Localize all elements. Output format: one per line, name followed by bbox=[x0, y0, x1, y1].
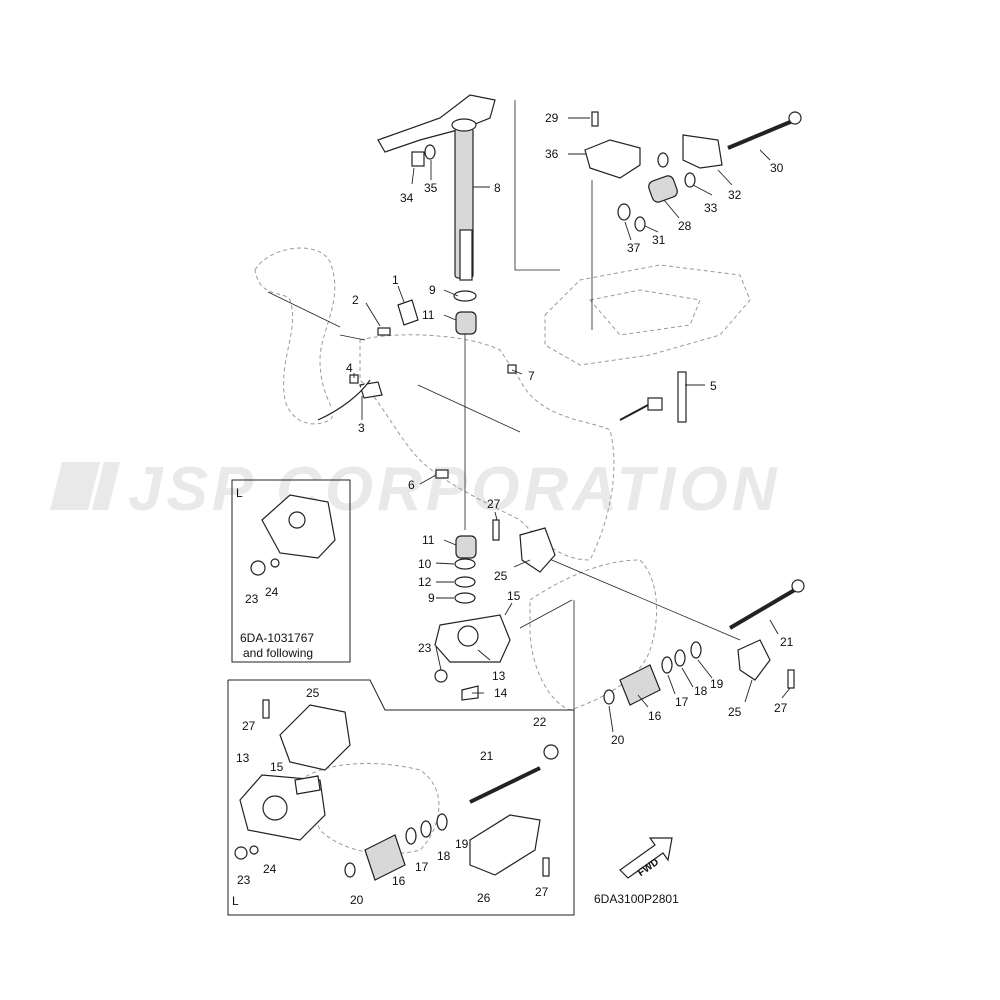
callout-25b: 25 bbox=[728, 705, 742, 719]
callout-34: 34 bbox=[400, 191, 414, 205]
callout-21-inset-bottom: 21 bbox=[480, 749, 494, 763]
callout-16-inset-bottom: 16 bbox=[392, 874, 406, 888]
callout-13-inset-bottom: 13 bbox=[236, 751, 250, 765]
callout-27b-inset-bottom: 27 bbox=[535, 885, 549, 899]
inset-top-note-line1: 6DA-1031767 bbox=[240, 631, 314, 645]
callout-7: 7 bbox=[528, 369, 535, 383]
callout-15: 15 bbox=[507, 589, 521, 603]
inset-bottom-corner-label: L bbox=[232, 894, 239, 908]
callout-37: 37 bbox=[627, 241, 641, 255]
callout-21: 21 bbox=[780, 635, 794, 649]
callouts: 1 2 3 4 5 6 7 8 9 11 11 10 12 9 13 14 15… bbox=[346, 111, 794, 747]
inset-top: L 6DA-1031767 and following 23 24 bbox=[231, 479, 351, 663]
callout-23-inset-top: 23 bbox=[245, 592, 259, 606]
callout-9a: 9 bbox=[429, 283, 436, 297]
callout-19: 19 bbox=[710, 677, 724, 691]
callout-11b: 11 bbox=[422, 533, 435, 547]
inset-bottom: L 25 27 13 15 22 21 19 18 17 16 20 23 24… bbox=[227, 679, 575, 916]
callout-29: 29 bbox=[545, 111, 559, 125]
callout-23: 23 bbox=[418, 641, 432, 655]
callout-2: 2 bbox=[352, 293, 359, 307]
callout-25-inset-bottom: 25 bbox=[306, 686, 320, 700]
callout-17-inset-bottom: 17 bbox=[415, 860, 429, 874]
callout-9b: 9 bbox=[428, 591, 435, 605]
callout-27-inset-bottom: 27 bbox=[242, 719, 256, 733]
callout-17: 17 bbox=[675, 695, 689, 709]
callout-5: 5 bbox=[710, 379, 717, 393]
top-mount-parts bbox=[411, 111, 802, 232]
leader-lines bbox=[267, 100, 741, 720]
callout-10: 10 bbox=[418, 557, 432, 571]
lower-mount-parts bbox=[434, 290, 805, 706]
callout-26-inset-bottom: 26 bbox=[477, 891, 491, 905]
callout-18-inset-bottom: 18 bbox=[437, 849, 451, 863]
phantom-outlines bbox=[254, 247, 751, 855]
callout-27a: 27 bbox=[487, 497, 501, 511]
watermark: JSP CORPORATION bbox=[50, 455, 781, 524]
callout-22-inset-bottom: 22 bbox=[533, 715, 547, 729]
callout-6: 6 bbox=[408, 478, 415, 492]
callout-27b: 27 bbox=[774, 701, 788, 715]
callout-23-inset-bottom: 23 bbox=[237, 873, 251, 887]
callout-24-inset-top: 24 bbox=[265, 585, 279, 599]
callout-20: 20 bbox=[611, 733, 625, 747]
callout-3: 3 bbox=[358, 421, 365, 435]
callout-28: 28 bbox=[678, 219, 692, 233]
callout-13: 13 bbox=[492, 669, 506, 683]
callout-leaders bbox=[353, 117, 791, 733]
inset-top-note-line2: and following bbox=[243, 646, 313, 660]
callout-32: 32 bbox=[728, 188, 742, 202]
callout-18: 18 bbox=[694, 684, 708, 698]
inset-top-corner-label: L bbox=[236, 486, 243, 500]
callout-33: 33 bbox=[704, 201, 718, 215]
callout-35: 35 bbox=[424, 181, 438, 195]
small-parts bbox=[317, 299, 687, 479]
steering-arm bbox=[377, 94, 496, 281]
fwd-arrow: FWD bbox=[619, 837, 673, 879]
callout-14: 14 bbox=[494, 686, 508, 700]
callout-1: 1 bbox=[392, 273, 399, 287]
callout-31: 31 bbox=[652, 233, 666, 247]
callout-36: 36 bbox=[545, 147, 559, 161]
watermark-text: JSP CORPORATION bbox=[128, 455, 781, 524]
callout-8: 8 bbox=[494, 181, 501, 195]
callout-24-inset-bottom: 24 bbox=[263, 862, 277, 876]
diagram-code: 6DA3100P2801 bbox=[594, 892, 679, 906]
callout-19-inset-bottom: 19 bbox=[455, 837, 469, 851]
callout-12: 12 bbox=[418, 575, 432, 589]
callout-15-inset-bottom: 15 bbox=[270, 760, 284, 774]
callout-20-inset-bottom: 20 bbox=[350, 893, 364, 907]
callout-16: 16 bbox=[648, 709, 662, 723]
callout-11a: 11 bbox=[422, 308, 435, 322]
callout-30: 30 bbox=[770, 161, 784, 175]
callout-25a: 25 bbox=[494, 569, 508, 583]
callout-4: 4 bbox=[346, 361, 353, 375]
